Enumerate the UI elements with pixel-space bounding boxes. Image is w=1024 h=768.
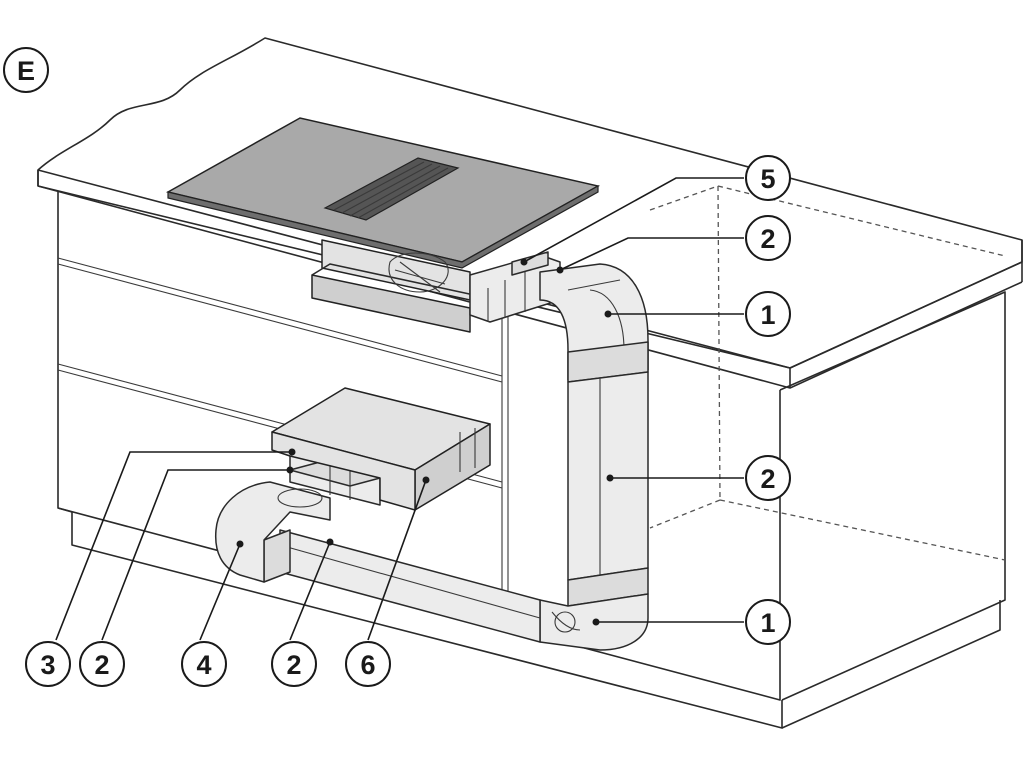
worktop [37, 37, 1023, 389]
figure-label: E [3, 47, 49, 93]
callout-1-bottom-text: 1 [760, 608, 775, 638]
upper-duct [469, 251, 649, 383]
callout-2-bottom-text: 2 [286, 650, 301, 680]
callout-4-text: 4 [196, 650, 211, 680]
callout-1-top: 1 [745, 291, 791, 337]
callout-2-right-text: 2 [760, 464, 775, 494]
leader-lines [55, 177, 744, 641]
callout-2-left-text: 2 [94, 650, 109, 680]
callout-2-left: 2 [79, 641, 125, 687]
callout-1-bottom: 1 [745, 599, 791, 645]
cooktop [165, 117, 601, 269]
callout-2-top-text: 2 [760, 224, 775, 254]
callout-4: 4 [181, 641, 227, 687]
callout-5-text: 5 [760, 164, 775, 194]
callout-3: 3 [25, 641, 71, 687]
callout-1-top-text: 1 [760, 300, 775, 330]
vertical-duct [567, 371, 649, 607]
callout-3-text: 3 [40, 650, 55, 680]
figure-label-text: E [17, 56, 35, 86]
callout-2-top: 2 [745, 215, 791, 261]
callout-2-bottom: 2 [271, 641, 317, 687]
callout-5: 5 [745, 155, 791, 201]
callout-6-text: 6 [360, 650, 375, 680]
callout-6: 6 [345, 641, 391, 687]
plinth-box [271, 387, 491, 511]
callout-2-right: 2 [745, 455, 791, 501]
downdraft-vent [323, 157, 460, 221]
